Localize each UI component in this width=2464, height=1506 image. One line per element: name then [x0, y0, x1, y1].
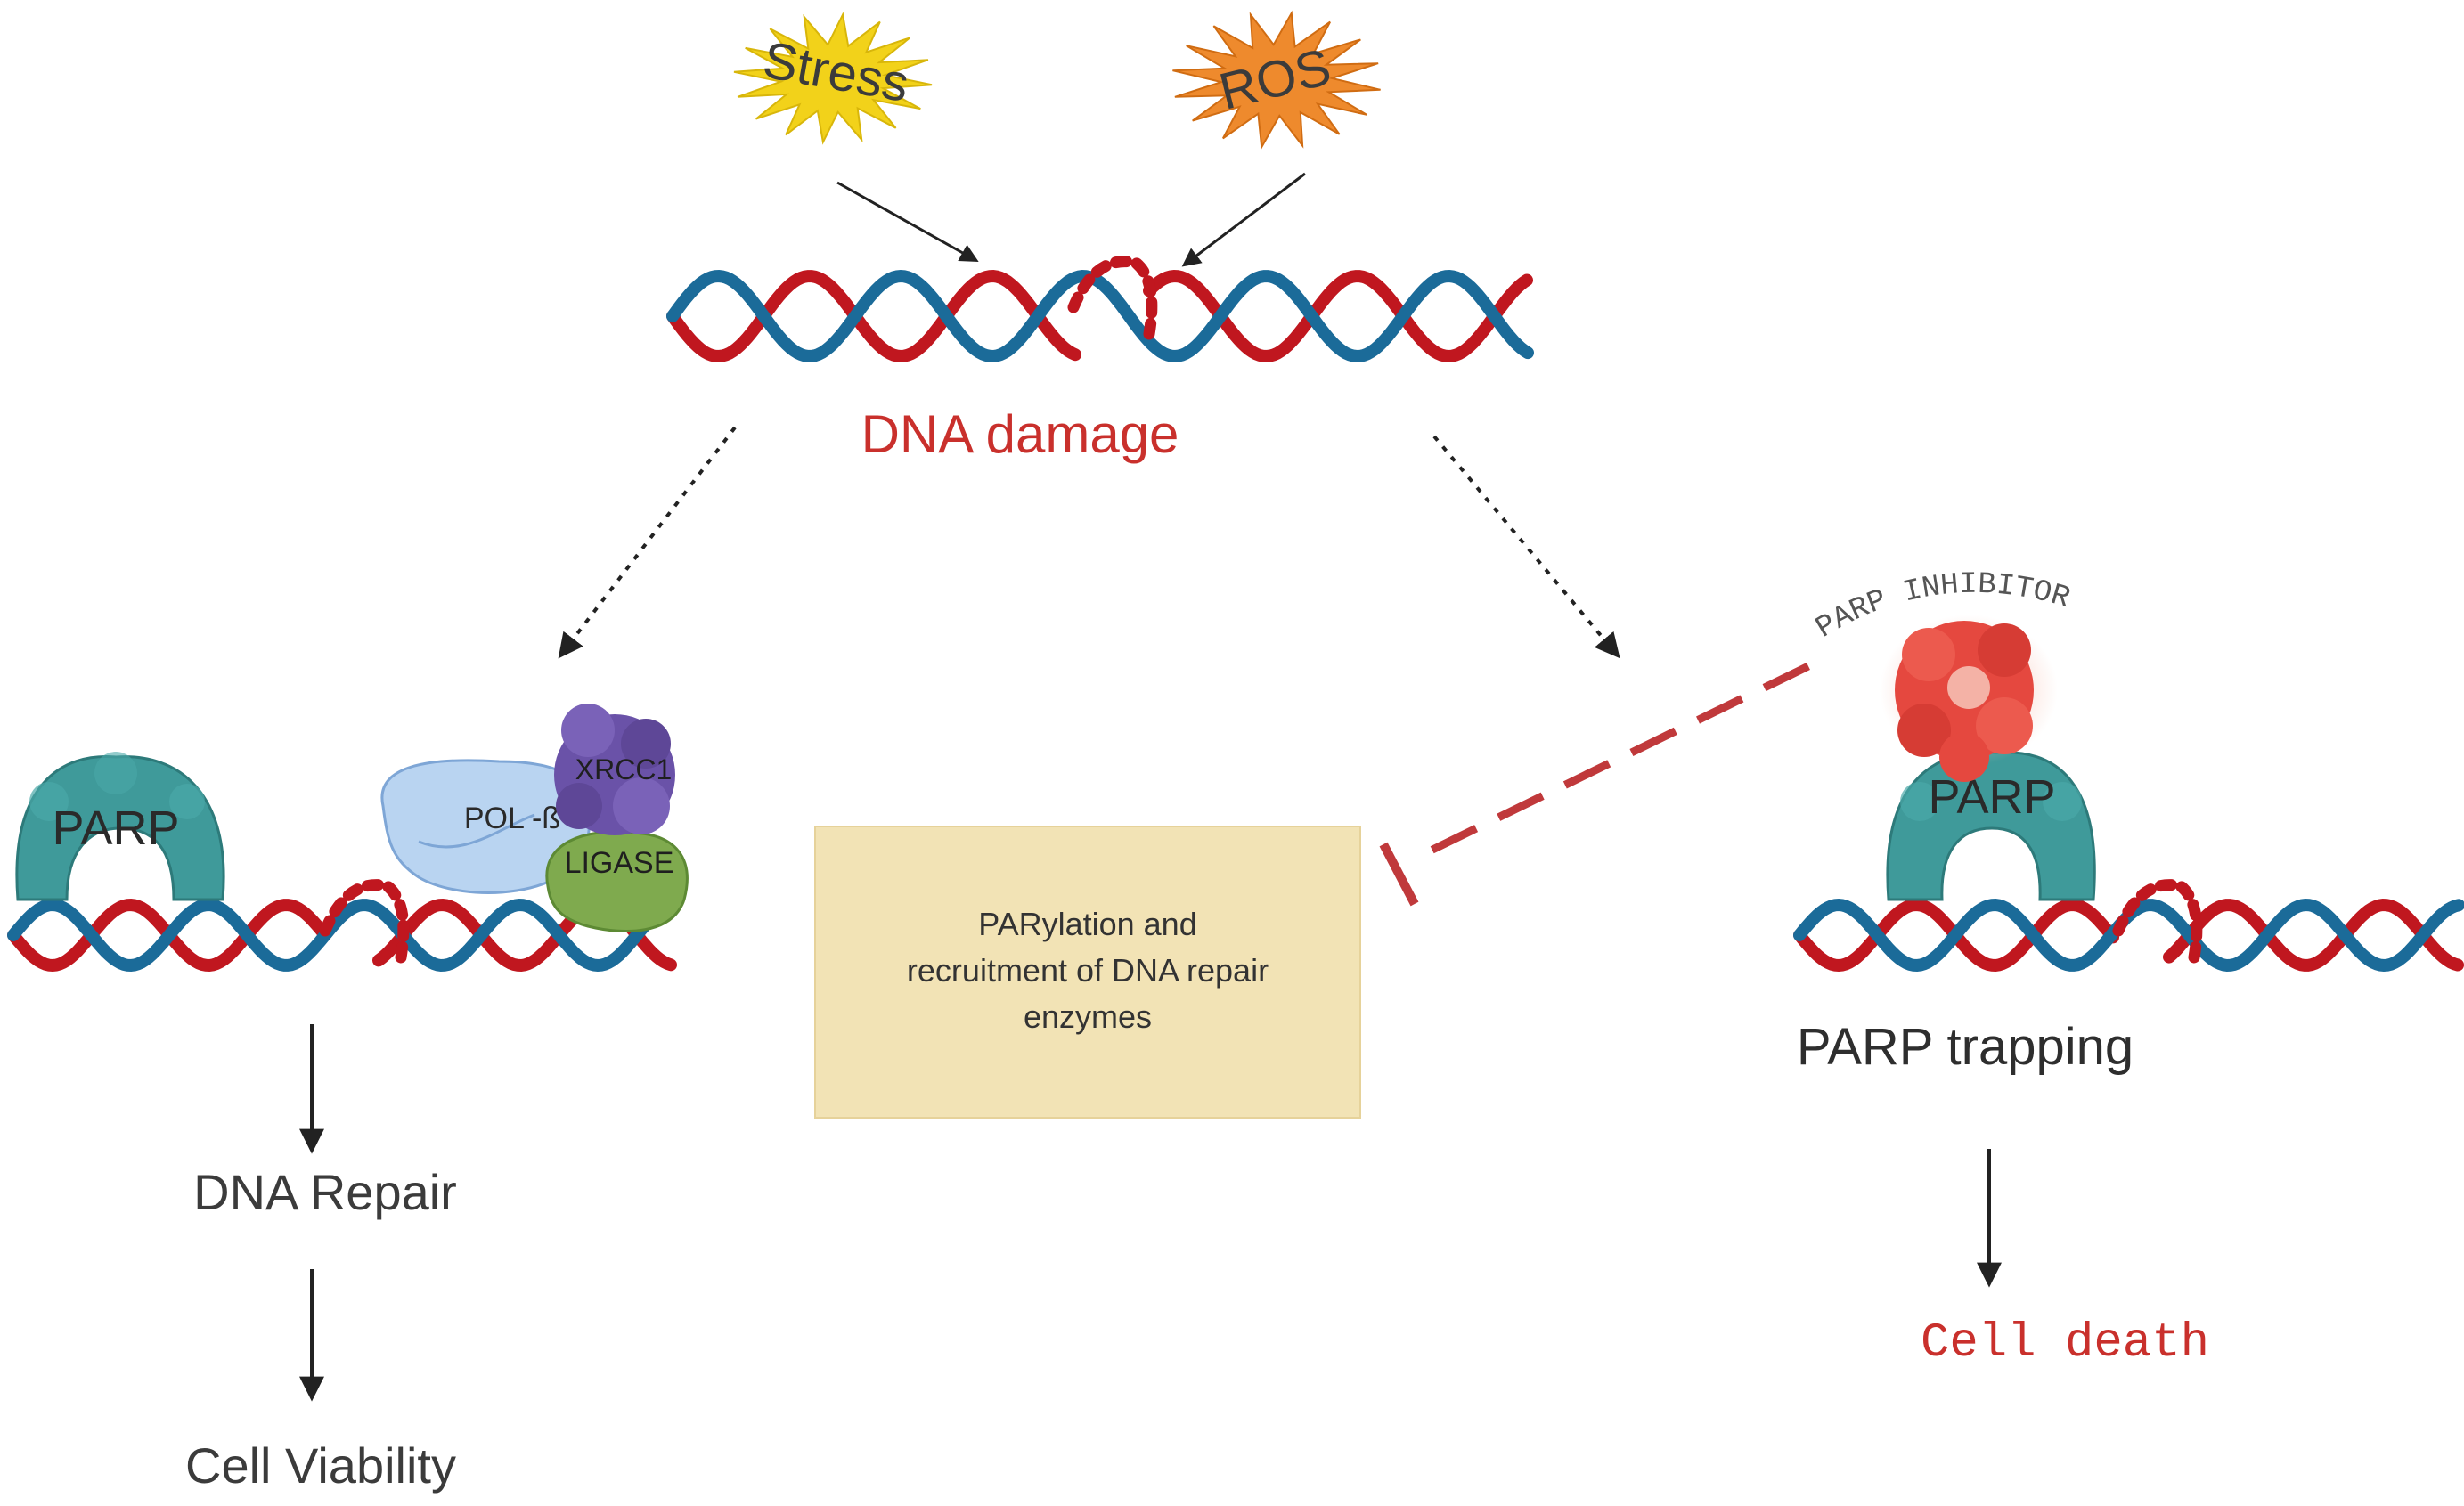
- dna-strand-red: [666, 269, 1081, 363]
- parylation-box: PARylation and recruitment of DNA repair…: [814, 826, 1361, 1119]
- ros-arrow: [1181, 172, 1306, 267]
- box-line-1: PARylation and: [978, 906, 1196, 942]
- stress-arrow: [836, 181, 979, 263]
- parp-trapping-label: PARP trapping: [1797, 1018, 2134, 1076]
- parp-right-label: PARP: [1928, 770, 2055, 824]
- dna-strand-red: [2163, 898, 2464, 972]
- dna-break-site: [1067, 256, 1158, 340]
- box-line-2: recruitment of DNA repair: [907, 952, 1269, 989]
- ligase-label: LIGASE: [565, 846, 674, 880]
- dna-strand-red: [1143, 269, 1533, 363]
- dna-break-site: [319, 879, 410, 964]
- dotted-arrow-right: [1432, 435, 1620, 659]
- dna-repair-label: DNA Repair: [193, 1164, 457, 1220]
- pol-beta-label: POL -ß: [464, 802, 560, 835]
- parp-protein-left: PARP: [15, 752, 225, 901]
- cell-death-label: Cell death: [1921, 1316, 2209, 1371]
- dna-helix-top: [666, 256, 1534, 363]
- parp-protein-right: PARP: [1886, 751, 2096, 901]
- parp-inhibitor-molecule: [1880, 615, 2058, 782]
- stress-burst: Stress: [733, 12, 933, 145]
- dna-strand-blue: [666, 269, 1534, 363]
- dna-damage-label: DNA damage: [861, 404, 1179, 464]
- pol-beta-protein: POL -ß: [380, 759, 592, 894]
- dna-break-site: [2112, 879, 2203, 964]
- dna-helix-right: [1793, 879, 2464, 973]
- box-line-3: enzymes: [1024, 998, 1152, 1035]
- dna-strand-blue: [7, 898, 679, 973]
- dotted-arrow-left: [558, 426, 737, 659]
- ros-burst: ROS: [1172, 10, 1381, 151]
- ligase-protein: LIGASE: [545, 830, 689, 933]
- parp-left-label: PARP: [52, 802, 179, 855]
- cell-viability-label: Cell Viability: [185, 1437, 456, 1494]
- inhibition-line: [1379, 662, 1810, 907]
- xrcc1-label: XRCC1: [575, 753, 672, 786]
- xrcc1-protein: XRCC1: [554, 704, 675, 835]
